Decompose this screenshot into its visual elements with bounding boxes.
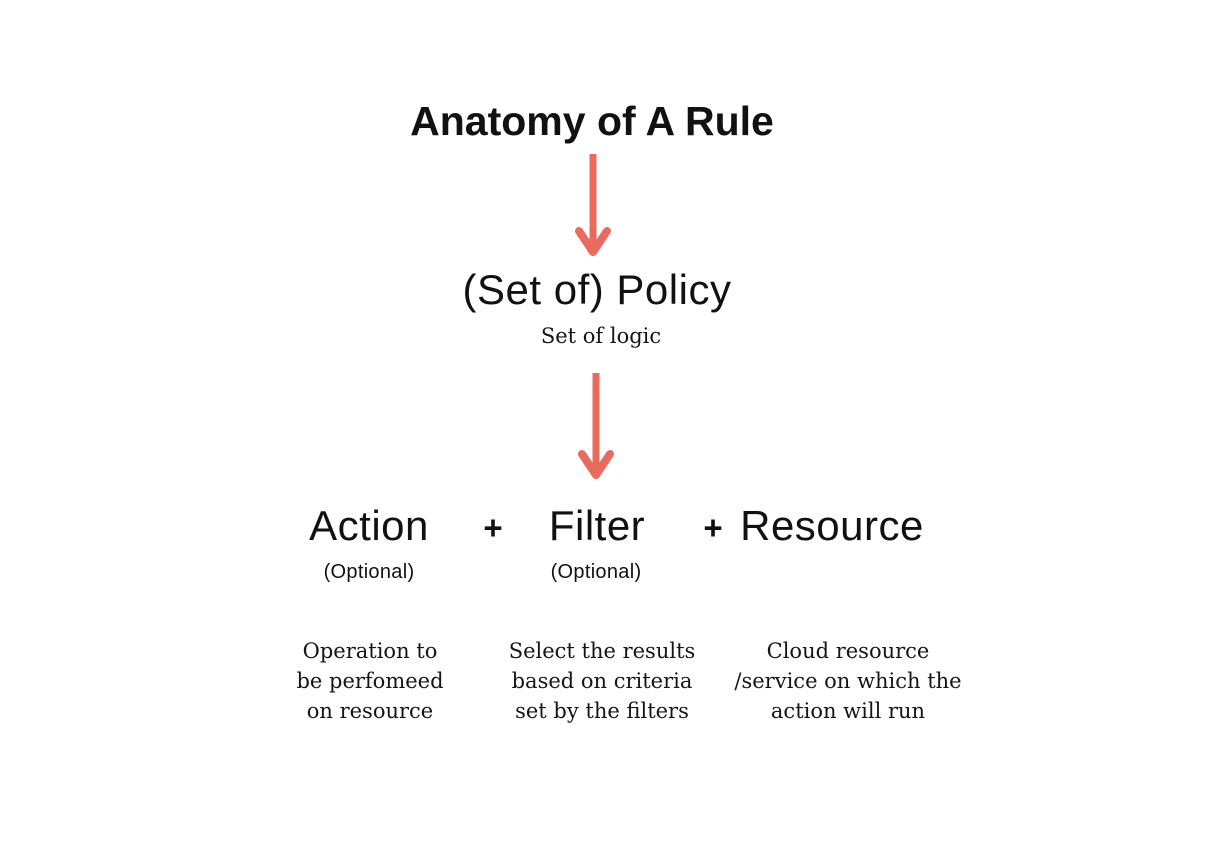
diagram-title: Anatomy of A Rule xyxy=(410,98,774,144)
action-label: Action xyxy=(309,502,429,549)
action-description: Operation to be perfomeed on resource xyxy=(296,639,444,723)
action-optional-note: (Optional) xyxy=(323,561,415,583)
filter-optional-note: (Optional) xyxy=(550,561,642,583)
policy-label: (Set of) Policy xyxy=(462,266,732,313)
policy-subtitle: Set of logic xyxy=(540,324,662,348)
arrow-down-icon xyxy=(578,373,614,479)
filter-description: Select the results based on criteria set… xyxy=(508,639,696,723)
resource-description: Cloud resource /service on which the act… xyxy=(734,639,962,723)
filter-label: Filter xyxy=(548,502,646,549)
plus-operator: + xyxy=(483,509,503,546)
resource-label: Resource xyxy=(740,502,924,549)
arrow-down-icon xyxy=(575,154,611,256)
plus-operator: + xyxy=(703,509,723,546)
